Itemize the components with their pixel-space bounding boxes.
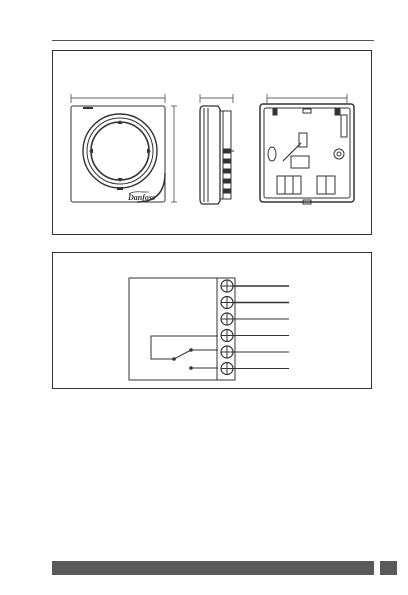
dimension-drawing-panel: Danfoss (52, 50, 372, 235)
wiring-diagram-svg (53, 253, 373, 390)
front-view (71, 94, 177, 202)
footer-bar (52, 561, 374, 575)
internal-relay (151, 336, 218, 369)
dimension-drawings-svg: Danfoss (53, 51, 373, 236)
danfoss-logo: Danfoss (127, 192, 155, 202)
wiring-diagram-panel (52, 252, 372, 389)
header-rule (52, 40, 374, 41)
svg-text:Danfoss: Danfoss (127, 193, 155, 202)
side-view (200, 94, 234, 204)
terminal-block (221, 280, 289, 375)
page-number-box (380, 561, 397, 575)
back-view (260, 94, 354, 204)
